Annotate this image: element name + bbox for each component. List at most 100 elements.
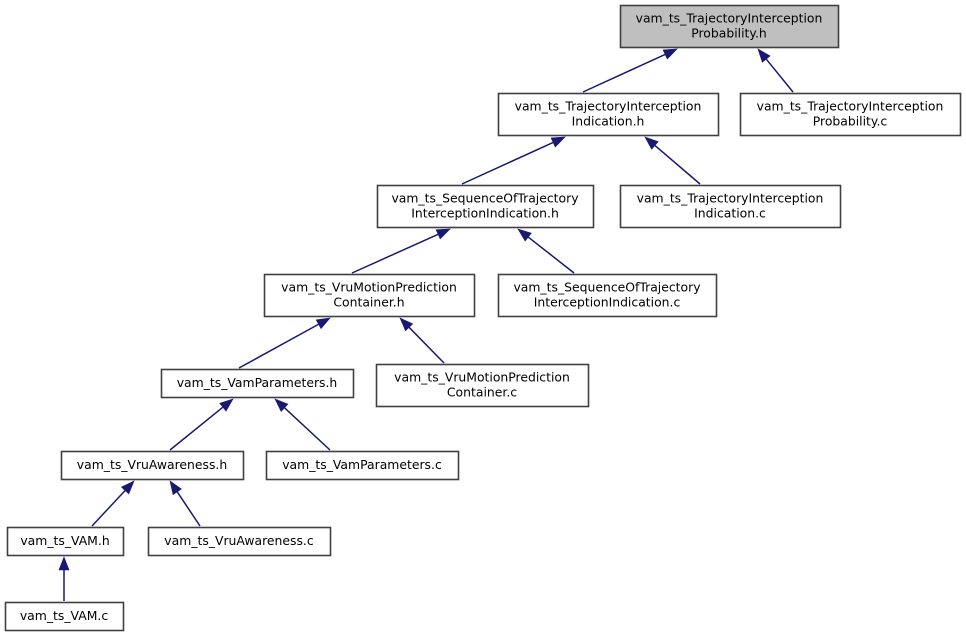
node-box[interactable]	[497, 273, 718, 318]
node-label: vam_ts_VamParameters.h	[177, 375, 338, 390]
graph-edge	[58, 556, 70, 601]
edge-arrowhead	[169, 480, 182, 496]
node-label-line1: vam_ts_VruMotionPrediction	[281, 279, 457, 294]
graph-edge	[399, 317, 445, 364]
node-label: vam_ts_VAM.c	[20, 608, 108, 623]
edge-line	[284, 407, 331, 451]
edge-line	[408, 326, 445, 364]
graph-edge	[757, 48, 794, 93]
node-label-line2: Indication.c	[694, 205, 766, 220]
graph-edge	[351, 228, 451, 274]
node-label-line2: Indication.h	[572, 113, 645, 128]
node-box[interactable]	[4, 601, 125, 632]
node-label-line2: InterceptionIndication.c	[534, 294, 681, 309]
edge-line	[91, 489, 126, 527]
node-label: vam_ts_VruAwareness.h	[77, 457, 227, 472]
node-label-line2: Container.c	[447, 384, 517, 399]
edge-line	[527, 236, 575, 274]
graph-node[interactable]: vam_ts_VamParameters.h	[160, 368, 355, 399]
graph-node[interactable]: vam_ts_VAM.c	[4, 601, 125, 632]
node-label-line1: vam_ts_SequenceOfTrajectory	[513, 279, 700, 294]
graph-edge	[644, 136, 701, 185]
node-box[interactable]	[147, 526, 332, 557]
edge-arrowhead	[219, 398, 234, 412]
edge-line	[169, 406, 224, 451]
node-box[interactable]	[497, 92, 720, 137]
edge-line	[654, 144, 701, 185]
node-box[interactable]	[263, 273, 476, 318]
node-box[interactable]	[265, 450, 460, 481]
edge-arrowhead	[644, 136, 659, 150]
node-label-line1: vam_ts_TrajectoryInterception	[636, 10, 823, 25]
graph-edge	[517, 228, 575, 274]
node-label-line1: vam_ts_TrajectoryInterception	[757, 98, 944, 113]
edge-arrowhead	[550, 136, 566, 148]
node-label-line1: vam_ts_SequenceOfTrajectory	[391, 190, 578, 205]
node-box[interactable]	[60, 450, 245, 481]
graph-node[interactable]: vam_ts_VAM.h	[6, 526, 125, 557]
edge-arrowhead	[435, 228, 451, 240]
edge-line	[238, 323, 319, 369]
node-label-line1: vam_ts_VamParameters.h	[177, 375, 338, 390]
edge-arrowhead	[399, 317, 414, 332]
edge-arrowhead	[662, 48, 678, 60]
node-label-line2: InterceptionIndication.h	[411, 205, 559, 220]
graph-edge	[169, 480, 201, 527]
graph-edge	[91, 480, 135, 527]
edge-line	[351, 233, 439, 274]
node-box[interactable]	[619, 184, 842, 229]
node-box[interactable]	[739, 92, 962, 137]
edge-line	[765, 58, 794, 93]
node-label: vam_ts_VruAwareness.c	[164, 533, 314, 548]
graph-edge	[274, 398, 331, 451]
node-label-line1: vam_ts_TrajectoryInterception	[515, 98, 702, 113]
node-label-line1: vam_ts_VruMotionPrediction	[394, 369, 570, 384]
node-label-line1: vam_ts_VamParameters.c	[282, 457, 442, 472]
node-label-line1: vam_ts_TrajectoryInterception	[637, 190, 824, 205]
node-label-line1: vam_ts_VAM.c	[20, 608, 108, 623]
graph-edge	[461, 136, 566, 185]
node-box[interactable]	[375, 363, 590, 408]
graph-node[interactable]: vam_ts_VruAwareness.c	[147, 526, 332, 557]
graph-edge	[238, 317, 331, 369]
edge-line	[461, 141, 554, 185]
graph-node[interactable]: vam_ts_VamParameters.c	[265, 450, 460, 481]
node-label-line2: Probability.c	[813, 113, 888, 128]
node-box-current[interactable]	[619, 4, 840, 49]
node-box[interactable]	[160, 368, 355, 399]
node-label-line2: Probability.h	[691, 25, 767, 40]
edge-arrowhead	[120, 480, 135, 495]
edge-arrowhead	[274, 398, 289, 413]
edge-arrowhead	[58, 556, 70, 571]
graph-node[interactable]: vam_ts_VruAwareness.h	[60, 450, 245, 481]
node-label-line1: vam_ts_VruAwareness.c	[164, 533, 314, 548]
graph-edge	[582, 48, 678, 93]
edge-arrowhead	[315, 317, 331, 330]
node-box[interactable]	[6, 526, 125, 557]
edge-line	[176, 491, 201, 527]
edge-arrowhead	[757, 48, 771, 63]
node-label-line2: Container.h	[333, 294, 404, 309]
graph-edges	[58, 48, 794, 601]
edge-arrowhead	[517, 228, 532, 242]
node-box[interactable]	[376, 184, 595, 229]
